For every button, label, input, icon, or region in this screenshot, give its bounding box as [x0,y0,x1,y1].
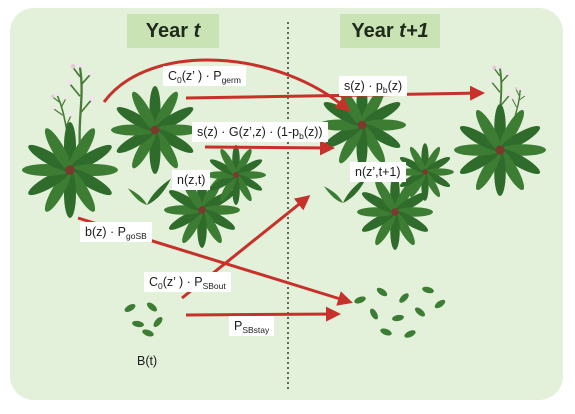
germination-arrow [102,58,351,112]
label-seedbank-stay: PSBstay [229,316,275,336]
label-survive-grow: s(z) · G(z’,z) · (1-pb(z)) [192,122,328,142]
header-year-t1: Year t+1 [340,14,440,48]
flowering-arrow [185,85,485,101]
seed-bank-t1 [353,285,447,340]
label-n-t: n(z,t) [172,170,211,190]
flowering-plant-right [454,63,546,196]
label-survive-flower: s(z) · pb(z) [339,76,408,96]
seedling-t [127,178,171,205]
label-seedbank-out: C0(z’ ) · PSBout [144,272,231,292]
seedbank-stay-arrow [185,306,341,322]
seed-bank-t [123,300,165,338]
label-n-t1: n(z’,t+1) [350,162,406,182]
label-go-seedbank: b(z) · PgoSB [80,222,152,242]
flowering-plant-left [21,61,119,218]
header-year-t: Year t [127,14,219,48]
survival-growth-arrow [204,140,335,156]
adult-plant-t [111,86,200,174]
label-germination: C0(z’ ) · Pgerm [163,66,246,86]
label-seedbank-t: B(t) [137,354,158,368]
